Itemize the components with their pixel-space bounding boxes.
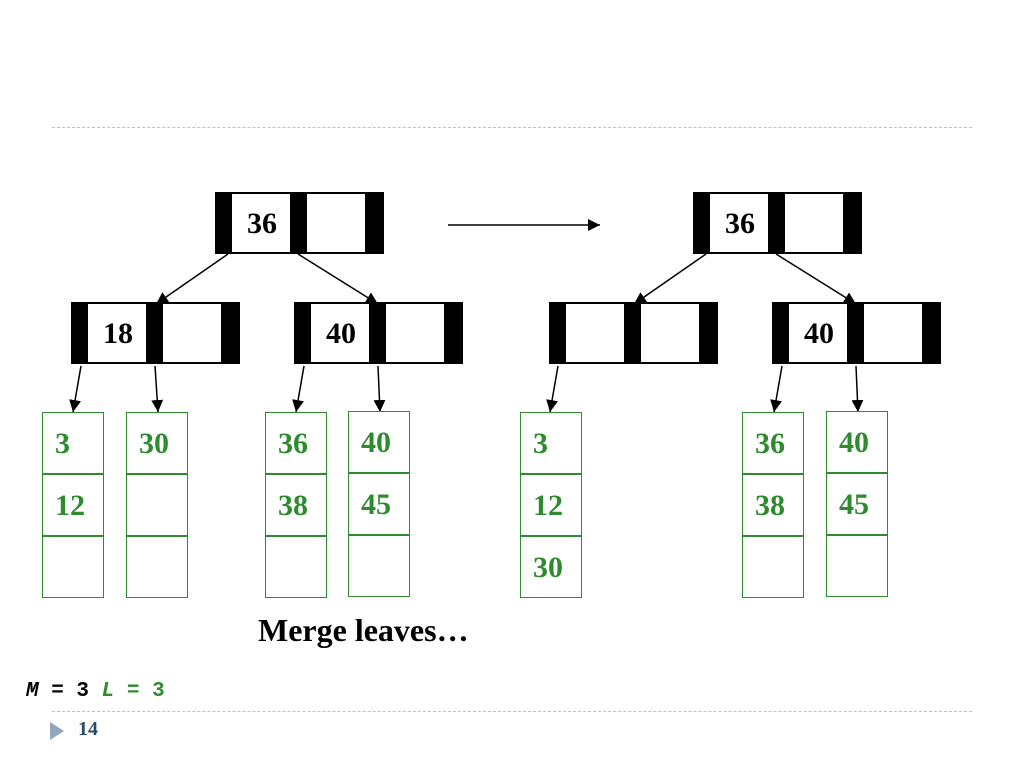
root-key-2 [307,194,367,252]
pointer-slot [768,192,785,254]
arrow-to-leaf-3 [292,365,305,413]
leaf-node: 36 38 [742,412,804,598]
leaf-cell: 30 [126,412,188,474]
leaf-cell: 38 [742,474,804,536]
leaf-node: 40 45 [826,411,888,597]
arrow-root-to-left-after [633,253,707,305]
leaf-node: 30 [126,412,188,598]
internal-left-after-key-1 [566,304,626,362]
pointer-slot [290,192,307,254]
internal-node-left-after [549,302,718,364]
pointer-slot [624,302,641,364]
leaf-cell: 36 [742,412,804,474]
arrow-to-leaf-after-2 [770,365,783,413]
leaf-cell: 3 [520,412,582,474]
internal-node-right-after: 40 [772,302,941,364]
page-number: 14 [78,718,98,740]
leaf-cell [265,536,327,598]
pointer-slot [549,302,566,364]
arrow-to-leaf-after-3 [851,365,864,413]
parameters: M = 3 L = 3 [26,680,165,703]
leaf-cell [826,535,888,597]
leaf-cell: 30 [520,536,582,598]
root-node: 36 [215,192,384,254]
leaf-cell: 40 [826,411,888,473]
leaf-cell: 36 [265,412,327,474]
root-node-after: 36 [693,192,862,254]
pointer-slot [221,302,238,364]
top-divider [52,127,972,128]
leaf-node: 3 12 [42,412,104,598]
pointer-slot [847,302,864,364]
arrow-root-to-left [155,253,229,305]
internal-right-after-key-1: 40 [804,317,834,350]
leaf-node: 40 45 [348,411,410,597]
leaf-cell [742,536,804,598]
m-value: = 3 [51,680,90,703]
internal-left-key-2 [163,304,223,362]
root-after-key-2 [785,194,845,252]
caption: Merge leaves… [258,612,469,648]
pointer-slot [699,302,716,364]
root-after-key-1: 36 [725,207,755,240]
pointer-slot [843,192,860,254]
pointer-slot [693,192,710,254]
internal-left-key-1: 18 [103,317,133,350]
pointer-slot [369,302,386,364]
internal-left-after-key-2 [641,304,701,362]
arrow-to-leaf-4 [373,365,386,413]
internal-right-after-key-2 [864,304,924,362]
pointer-slot [215,192,232,254]
pointer-slot [294,302,311,364]
leaf-cell: 12 [42,474,104,536]
pointer-slot [444,302,461,364]
pointer-slot [922,302,939,364]
leaf-cell: 40 [348,411,410,473]
internal-right-key-2 [386,304,446,362]
bottom-divider [52,711,972,712]
arrow-to-leaf-2 [151,365,164,413]
leaf-cell [348,535,410,597]
leaf-cell: 3 [42,412,104,474]
pointer-slot [71,302,88,364]
internal-right-key-1: 40 [326,317,356,350]
m-label: M [26,680,39,703]
arrow-to-leaf-1 [69,365,82,413]
leaf-cell: 45 [348,473,410,535]
leaf-cell [126,536,188,598]
merged-leaf-node: 3 12 30 [520,412,582,598]
pointer-slot [365,192,382,254]
l-value: = 3 [126,680,165,703]
leaf-cell [42,536,104,598]
leaf-cell [126,474,188,536]
pointer-slot [772,302,789,364]
leaf-node: 36 38 [265,412,327,598]
arrow-root-to-right-after [775,253,857,305]
internal-node-left: 18 [71,302,240,364]
root-key-1: 36 [247,207,277,240]
bullet-triangle-icon [50,722,64,740]
l-label: L [101,680,115,703]
internal-node-right: 40 [294,302,463,364]
arrow-root-to-right [297,253,379,305]
leaf-cell: 38 [265,474,327,536]
leaf-cell: 12 [520,474,582,536]
pointer-slot [146,302,163,364]
arrow-to-merged-leaf [546,365,559,413]
leaf-cell: 45 [826,473,888,535]
